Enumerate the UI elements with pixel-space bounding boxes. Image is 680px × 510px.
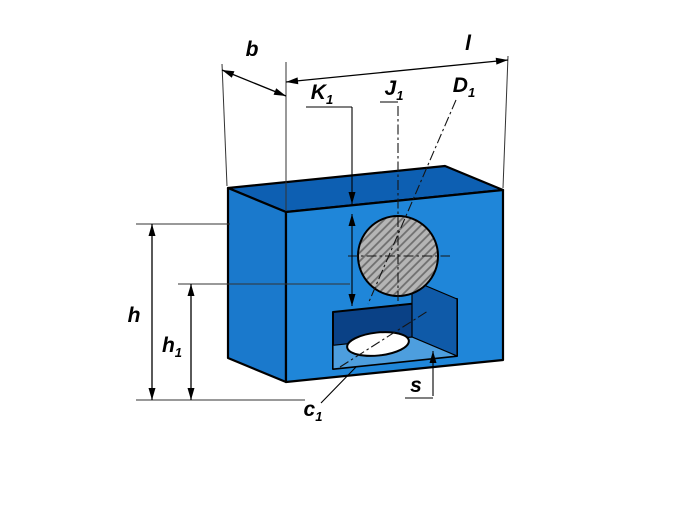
dim-label-j1: J1: [385, 77, 404, 103]
dim-label-h: h: [128, 304, 141, 327]
dimension-k1: K1: [306, 81, 356, 306]
dimension-h: h: [128, 223, 305, 401]
dimension-d1: D1: [367, 74, 475, 305]
dim-line-l: [285, 57, 509, 85]
dimension-s: s: [405, 351, 437, 399]
dimension-h1: h1: [162, 283, 350, 400]
block-left-face: [226, 186, 288, 384]
dimension-c1: c1: [304, 366, 357, 424]
leader-line-d1: [367, 99, 457, 305]
dimension-b: b: [221, 38, 287, 210]
oval-through-hole: [346, 331, 410, 357]
ext-line: [221, 63, 228, 187]
dim-label-d1: D1: [453, 74, 475, 100]
dim-label-c1: c1: [304, 398, 323, 424]
dimension-l: l: [285, 32, 509, 189]
dimension-j1: J1: [380, 77, 403, 103]
oval-axis-line: [339, 310, 429, 368]
dim-label-l: l: [465, 32, 472, 55]
ext-line: [502, 55, 509, 189]
bottom-recess: [332, 279, 458, 370]
dim-label-k1: K1: [311, 81, 333, 107]
dim-label-b: b: [246, 38, 259, 61]
dim-label-s: s: [410, 374, 422, 397]
centerlines: [339, 106, 450, 368]
leader-line-c1: [320, 366, 357, 404]
dim-line-b: [221, 69, 287, 97]
dim-label-h1: h1: [162, 334, 182, 360]
